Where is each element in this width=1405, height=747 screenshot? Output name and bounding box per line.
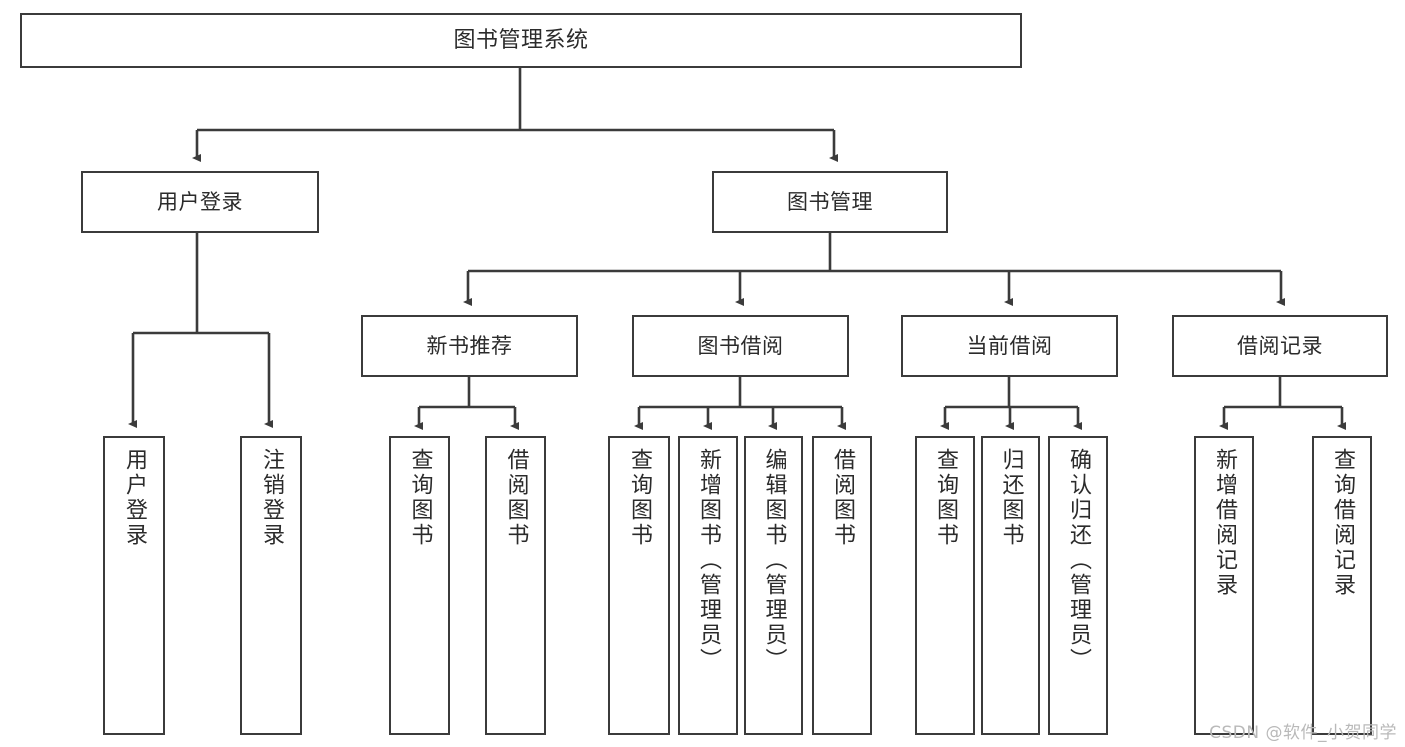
node-current-borrow[interactable]: 当前借阅 xyxy=(901,315,1118,377)
node-label: 借阅图书 xyxy=(503,448,529,548)
leaf-query-book-current[interactable]: 查询图书 xyxy=(915,436,975,735)
node-label: 新增图书（管理员） xyxy=(696,448,721,673)
leaf-borrow-book[interactable]: 借阅图书 xyxy=(812,436,872,735)
node-user-login[interactable]: 用户登录 xyxy=(81,171,319,233)
node-label: 借阅图书 xyxy=(830,448,855,548)
leaf-add-borrow-record[interactable]: 新增借阅记录 xyxy=(1194,436,1254,735)
node-label: 编辑图书（管理员） xyxy=(761,448,787,673)
leaf-borrow-book-recommend[interactable]: 借阅图书 xyxy=(485,436,546,735)
node-new-book-recommend[interactable]: 新书推荐 xyxy=(361,315,578,377)
node-label: 查询借阅记录 xyxy=(1330,448,1355,598)
node-label: 当前借阅 xyxy=(966,333,1053,358)
leaf-query-book-borrow[interactable]: 查询图书 xyxy=(608,436,670,735)
node-label: 用户登录 xyxy=(122,448,147,548)
node-label: 查询图书 xyxy=(933,448,958,548)
node-label: 用户登录 xyxy=(157,189,243,214)
node-label: 图书借阅 xyxy=(697,333,784,358)
node-label: 图书管理系统 xyxy=(453,27,589,53)
node-label: 查询图书 xyxy=(407,448,433,548)
leaf-query-book-recommend[interactable]: 查询图书 xyxy=(389,436,450,735)
watermark: CSDN @软件_小贺同学 xyxy=(1209,723,1397,743)
node-label: 归还图书 xyxy=(998,448,1024,548)
node-label: 查询图书 xyxy=(627,448,652,548)
node-book-management[interactable]: 图书管理 xyxy=(712,171,948,233)
node-root-system[interactable]: 图书管理系统 xyxy=(20,13,1022,68)
node-label: 确认归还（管理员） xyxy=(1066,448,1091,673)
node-label: 图书管理 xyxy=(787,189,873,214)
leaf-confirm-return-admin[interactable]: 确认归还（管理员） xyxy=(1048,436,1108,735)
leaf-edit-book-admin[interactable]: 编辑图书（管理员） xyxy=(744,436,803,735)
leaf-add-book-admin[interactable]: 新增图书（管理员） xyxy=(678,436,738,735)
node-book-borrow[interactable]: 图书借阅 xyxy=(632,315,849,377)
node-label: 注销登录 xyxy=(259,448,284,548)
node-label: 新增借阅记录 xyxy=(1212,448,1237,598)
node-label: 新书推荐 xyxy=(426,333,513,358)
leaf-logout[interactable]: 注销登录 xyxy=(240,436,302,735)
leaf-query-borrow-record[interactable]: 查询借阅记录 xyxy=(1312,436,1372,735)
leaf-return-book[interactable]: 归还图书 xyxy=(981,436,1040,735)
node-borrow-record[interactable]: 借阅记录 xyxy=(1172,315,1388,377)
node-label: 借阅记录 xyxy=(1237,333,1323,358)
leaf-user-login[interactable]: 用户登录 xyxy=(103,436,165,735)
